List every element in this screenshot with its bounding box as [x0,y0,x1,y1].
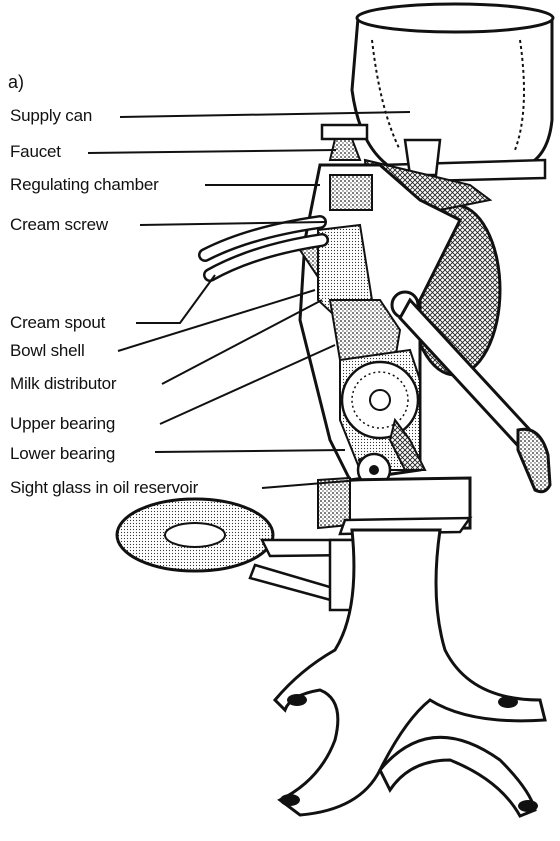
label-milk-distributor: Milk distributor [10,374,116,394]
label-supply-can: Supply can [10,106,92,126]
leader-faucet [88,150,336,153]
label-sight-glass-in-oil-reservoir: Sight glass in oil reservoir [10,478,198,498]
base-platform-shape [318,478,470,534]
label-cream-screw: Cream screw [10,215,108,235]
label-faucet: Faucet [10,142,61,162]
label-bowl-shell: Bowl shell [10,341,85,361]
leader-cream-spout [136,275,215,323]
pedestal-stand-shape [275,530,545,816]
label-regulating-chamber: Regulating chamber [10,175,159,195]
leader-upper-bearing [160,345,335,424]
leader-bowl-shell [118,290,315,351]
label-cream-spout: Cream spout [10,313,105,333]
supply-can-shape [352,4,553,182]
leader-lower-bearing [155,450,345,452]
label-upper-bearing: Upper bearing [10,414,115,434]
panel-label: a) [8,72,24,93]
label-lower-bearing: Lower bearing [10,444,115,464]
